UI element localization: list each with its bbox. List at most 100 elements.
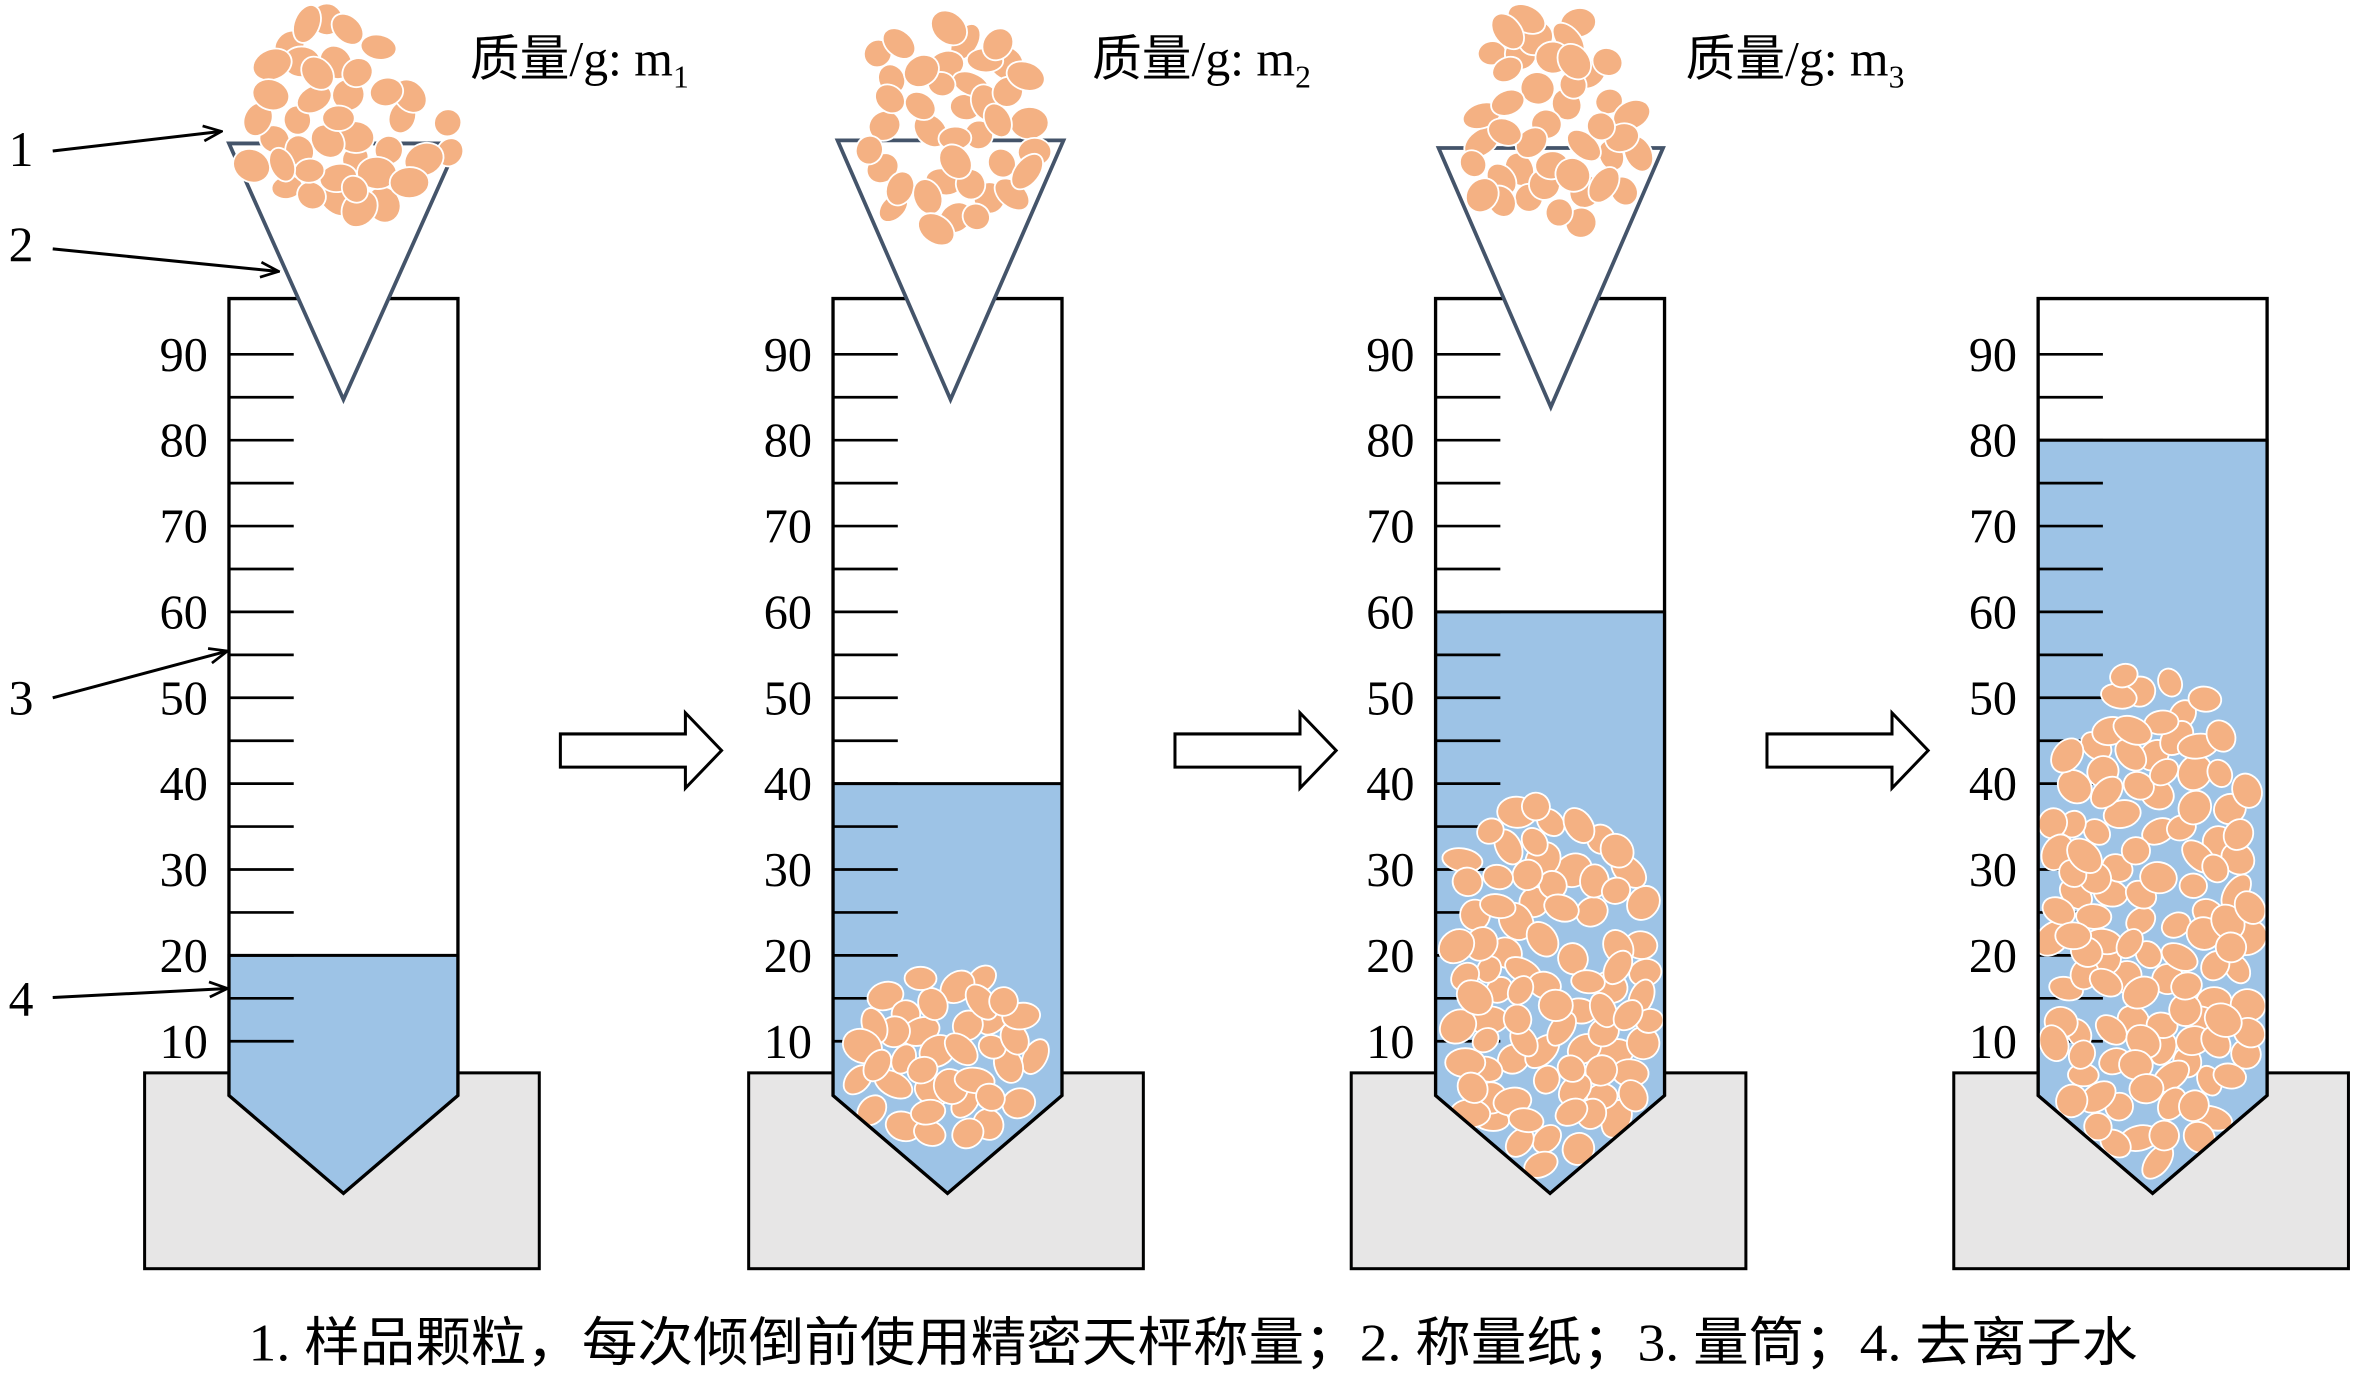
sample-particle [1586, 111, 1616, 142]
scale-label: 80 [160, 415, 208, 468]
mass-label: 质量/g: m2 [1092, 32, 1311, 95]
sample-particle [268, 146, 297, 183]
flow-arrow-3 [1765, 709, 1931, 792]
sample-particle [1479, 893, 1517, 920]
scale-label: 20 [160, 930, 208, 983]
scale-label: 50 [764, 672, 812, 725]
sample-particle [1556, 1054, 1587, 1083]
sample-particle [1471, 1027, 1500, 1054]
scale-label: 20 [764, 930, 812, 983]
sample-particle [988, 986, 1019, 1017]
sample-particle [2177, 789, 2213, 826]
sample-particle [2203, 1002, 2243, 1038]
sample-particle [903, 965, 938, 991]
flow-arrow-1 [558, 709, 724, 792]
sample-particle [987, 147, 1017, 179]
sample-particle [2075, 903, 2113, 930]
submerged-sample-particles [1437, 791, 1665, 1179]
sample-particle [2206, 758, 2234, 788]
scale-label: 90 [1969, 329, 2017, 382]
sample-particle [2038, 807, 2068, 840]
sample-particle [1570, 969, 1606, 995]
scale-label: 70 [1969, 501, 2017, 554]
scale-label: 90 [764, 329, 812, 382]
scale-label: 90 [1366, 329, 1414, 382]
sample-particle [251, 78, 291, 112]
sample-particle [1588, 992, 1618, 1029]
scale-label: 90 [160, 329, 208, 382]
callout-label-2: 2 [9, 217, 34, 272]
sample-particle [232, 147, 271, 184]
sample-particle [2157, 667, 2184, 698]
scale-label: 50 [1969, 672, 2017, 725]
sample-particle [2170, 971, 2203, 1001]
sample-particle [2094, 1014, 2128, 1046]
submerged-sample-particles [2038, 662, 2268, 1180]
sample-particle [2148, 1119, 2180, 1152]
sample-particle [906, 1055, 939, 1085]
sample-particle [1487, 117, 1523, 147]
sample-particle [961, 202, 991, 231]
mass-label-text: 质量/g: m [470, 32, 673, 87]
scale-label: 50 [160, 672, 208, 725]
sample-particle [2128, 1073, 2165, 1105]
sample-particle [1491, 55, 1523, 84]
scale-label: 40 [1969, 758, 2017, 811]
sample-particle [1537, 988, 1574, 1022]
sample-particle [2041, 896, 2076, 926]
graduated-cylinder-outline [831, 296, 1064, 1196]
mass-label: 质量/g: m3 [1686, 32, 1905, 95]
sample-particle [1556, 42, 1593, 81]
sample-particle [2160, 911, 2192, 939]
callout-arrow-3 [52, 651, 228, 700]
scale-label: 10 [1969, 1016, 2017, 1069]
sample-particle [2187, 685, 2223, 713]
scale-label: 60 [1969, 586, 2017, 639]
sample-particle [2066, 837, 2103, 874]
sample-particle [2122, 771, 2155, 801]
scale-label: 30 [160, 844, 208, 897]
scale-label: 10 [764, 1016, 812, 1069]
scale-label: 70 [1366, 501, 1414, 554]
sample-particle [1626, 885, 1661, 921]
sample-particle [2120, 836, 2151, 866]
sample-particles-on-paper [1459, 3, 1655, 239]
sample-particle [369, 76, 405, 108]
sample-particle [1451, 866, 1484, 897]
mass-label-subscript: 3 [1889, 60, 1905, 95]
sample-particle [862, 1048, 893, 1083]
sample-particle [251, 47, 293, 82]
sample-particles-on-paper [854, 9, 1053, 247]
sample-particle [2231, 772, 2263, 809]
sample-particle [1482, 863, 1514, 891]
sample-particle [1602, 949, 1634, 986]
scale-label: 40 [160, 758, 208, 811]
sample-particle [2233, 890, 2267, 925]
callouts: 1 2 3 4 [9, 122, 279, 1027]
figure-caption: 1. 样品颗粒，每次倾倒前使用精密天枰称量；2. 称量纸；3. 量筒；4. 去离… [249, 1315, 2138, 1373]
sample-particle [1587, 166, 1621, 204]
sample-particle [1001, 1087, 1037, 1120]
sample-particle [1005, 60, 1046, 92]
scale-label: 30 [764, 844, 812, 897]
sample-particle [2205, 719, 2237, 753]
sample-particle [2102, 799, 2142, 829]
sample-particle [1600, 876, 1632, 905]
sample-particle [867, 109, 902, 142]
sample-particle [1437, 928, 1476, 965]
scale-label: 30 [1969, 844, 2017, 897]
flow-arrow-2 [1173, 709, 1339, 792]
sample-particle [2115, 928, 2144, 960]
sample-particle [1456, 1071, 1489, 1104]
sample-particle [330, 12, 365, 46]
sample-particle [1599, 832, 1635, 869]
sample-particle [943, 1032, 979, 1067]
sample-particle [1464, 177, 1500, 214]
scale-label: 80 [1969, 415, 2017, 468]
